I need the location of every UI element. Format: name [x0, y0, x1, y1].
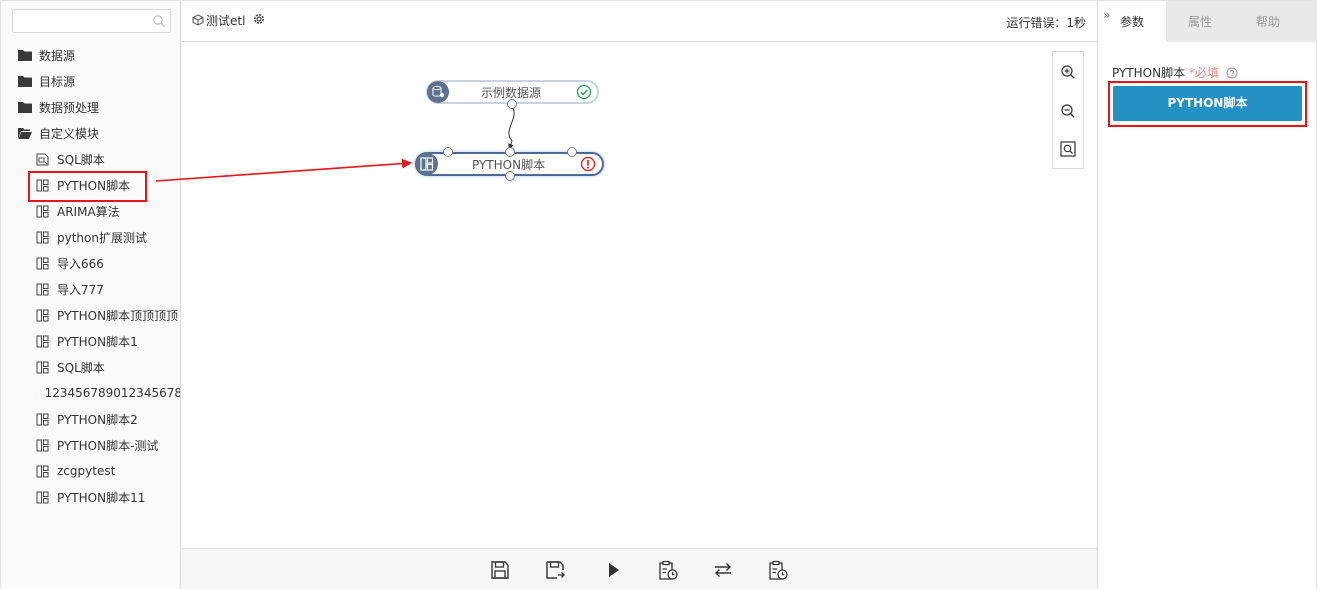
sidebar-module-label: SQL脚本 — [57, 360, 105, 375]
panel-tab-bar: 参数 属性 帮助 — [1098, 1, 1317, 42]
sidebar-module-label: PYTHON脚本2 — [57, 412, 138, 427]
schedule-history-icon[interactable] — [767, 559, 789, 581]
module-icon — [36, 439, 49, 451]
sidebar-module-label: SQL脚本 — [57, 152, 105, 167]
folder-icon — [18, 102, 32, 113]
module-icon — [36, 205, 49, 217]
module-icon — [36, 309, 49, 321]
required-mark: *必填 — [1188, 66, 1219, 80]
module-sidebar: 数据源 目标源 数据预处理 自定义模块 SQL脚本 PYTHON脚本 ARIMA算法… — [0, 0, 181, 589]
sidebar-module-item[interactable]: PYTHON脚本1 — [1, 328, 180, 354]
folder-icon — [18, 50, 32, 61]
success-check-icon — [576, 84, 592, 100]
search-input[interactable] — [13, 10, 148, 32]
sidebar-module-item[interactable]: PYTHON脚本-测试 — [1, 432, 180, 458]
module-icon — [36, 179, 49, 191]
sidebar-module-label: zcgpytest — [57, 464, 116, 478]
search-icon[interactable] — [152, 14, 166, 28]
sidebar-module-label: PYTHON脚本11 — [57, 490, 146, 505]
properties-panel: 参数 属性 帮助 » PYTHON脚本 *必填 PYTHON脚本 — [1097, 0, 1317, 589]
input-port[interactable] — [505, 147, 515, 157]
module-icon — [36, 413, 49, 425]
python-script-button[interactable]: PYTHON脚本 — [1113, 86, 1302, 121]
module-icon — [36, 231, 49, 243]
search-box[interactable] — [12, 9, 171, 33]
sidebar-module-label: 导入777 — [57, 282, 104, 297]
sidebar-module-item[interactable]: PYTHON脚本 — [1, 172, 180, 198]
zoom-fit-icon[interactable] — [1060, 141, 1076, 157]
output-port[interactable] — [505, 171, 515, 181]
output-port[interactable] — [507, 99, 517, 109]
tree-folder-label: 数据预处理 — [39, 100, 100, 115]
node-label: 示例数据源 — [481, 86, 542, 100]
etl-canvas-area: 测试etl 运行错误：1秒 — [182, 0, 1097, 589]
module-icon — [36, 465, 49, 477]
etl-flow-icon — [192, 14, 204, 26]
input-port[interactable] — [443, 147, 453, 157]
module-icon — [416, 153, 438, 175]
zoom-in-icon[interactable] — [1060, 64, 1076, 80]
gear-icon[interactable] — [252, 12, 266, 26]
save-icon[interactable] — [489, 559, 511, 581]
sidebar-module-label: python扩展测试 — [57, 230, 147, 245]
module-icon — [36, 283, 49, 295]
sidebar-module-label: PYTHON脚本 — [57, 178, 131, 193]
sidebar-module-label: 123456789012345678 — [44, 386, 181, 400]
help-circle-icon[interactable] — [1226, 67, 1238, 79]
sidebar-module-label: PYTHON脚本-测试 — [57, 438, 159, 453]
sidebar-module-item[interactable]: PYTHON脚本2 — [1, 406, 180, 432]
tree-folder-label: 数据源 — [39, 48, 76, 63]
tree-folder-label: 自定义模块 — [39, 126, 100, 141]
sidebar-module-item[interactable]: zcgpytest — [1, 458, 180, 484]
tree-folder-target-source[interactable]: 目标源 — [1, 68, 180, 94]
sidebar-module-item[interactable]: PYTHON脚本顶顶顶顶 — [1, 302, 180, 328]
tab-help[interactable]: 帮助 — [1255, 15, 1280, 29]
module-icon — [36, 361, 49, 373]
sidebar-module-item[interactable]: SQL脚本 — [1, 354, 180, 380]
sidebar-module-label: 导入666 — [57, 256, 104, 271]
module-icon — [36, 335, 49, 347]
sidebar-module-label: PYTHON脚本顶顶顶顶 — [57, 308, 179, 323]
tree-folder-data-source[interactable]: 数据源 — [1, 42, 180, 68]
tree-folder-label: 目标源 — [39, 74, 76, 89]
tree-folder-preprocessing[interactable]: 数据预处理 — [1, 94, 180, 120]
sidebar-module-item[interactable]: PYTHON脚本11 — [1, 484, 180, 510]
tab-properties[interactable]: 属性 — [1187, 15, 1212, 29]
param-label: PYTHON脚本 *必填 — [1112, 64, 1238, 81]
zoom-controls — [1052, 51, 1084, 169]
node-label: PYTHON脚本 — [472, 158, 546, 172]
sql-script-icon — [36, 153, 49, 165]
sidebar-module-item[interactable]: SQL脚本 — [1, 146, 180, 172]
canvas-header: 测试etl 运行错误：1秒 — [182, 1, 1097, 42]
tab-parameters[interactable]: 参数 — [1098, 1, 1166, 42]
sidebar-module-item[interactable]: 导入777 — [1, 276, 180, 302]
sidebar-module-item[interactable]: ARIMA算法 — [1, 198, 180, 224]
switch-arrows-icon[interactable] — [712, 559, 734, 581]
module-icon — [36, 257, 49, 269]
run-play-icon[interactable] — [602, 559, 624, 581]
module-icon — [36, 491, 49, 503]
collapse-panel-icon[interactable]: » — [1103, 8, 1111, 22]
sidebar-module-label: ARIMA算法 — [57, 204, 120, 219]
tree-folder-custom-modules[interactable]: 自定义模块 — [1, 120, 180, 146]
run-status-text: 运行错误：1秒 — [1006, 16, 1086, 30]
folder-icon — [18, 76, 32, 87]
param-name: PYTHON脚本 — [1112, 66, 1186, 80]
database-icon — [427, 81, 449, 103]
sidebar-module-item[interactable]: 123456789012345678 — [1, 380, 181, 406]
canvas-toolbar — [182, 548, 1097, 589]
sidebar-module-item[interactable]: python扩展测试 — [1, 224, 180, 250]
error-alert-icon — [580, 156, 596, 172]
folder-open-icon — [18, 128, 32, 139]
etl-title: 测试etl — [206, 14, 246, 28]
module-icon — [36, 392, 37, 394]
input-port[interactable] — [567, 147, 577, 157]
sidebar-module-label: PYTHON脚本1 — [57, 334, 138, 349]
sidebar-module-item[interactable]: 导入666 — [1, 250, 180, 276]
schedule-icon[interactable] — [657, 559, 679, 581]
zoom-out-icon[interactable] — [1060, 103, 1076, 119]
node-connector — [508, 105, 515, 150]
save-as-icon[interactable] — [544, 559, 566, 581]
